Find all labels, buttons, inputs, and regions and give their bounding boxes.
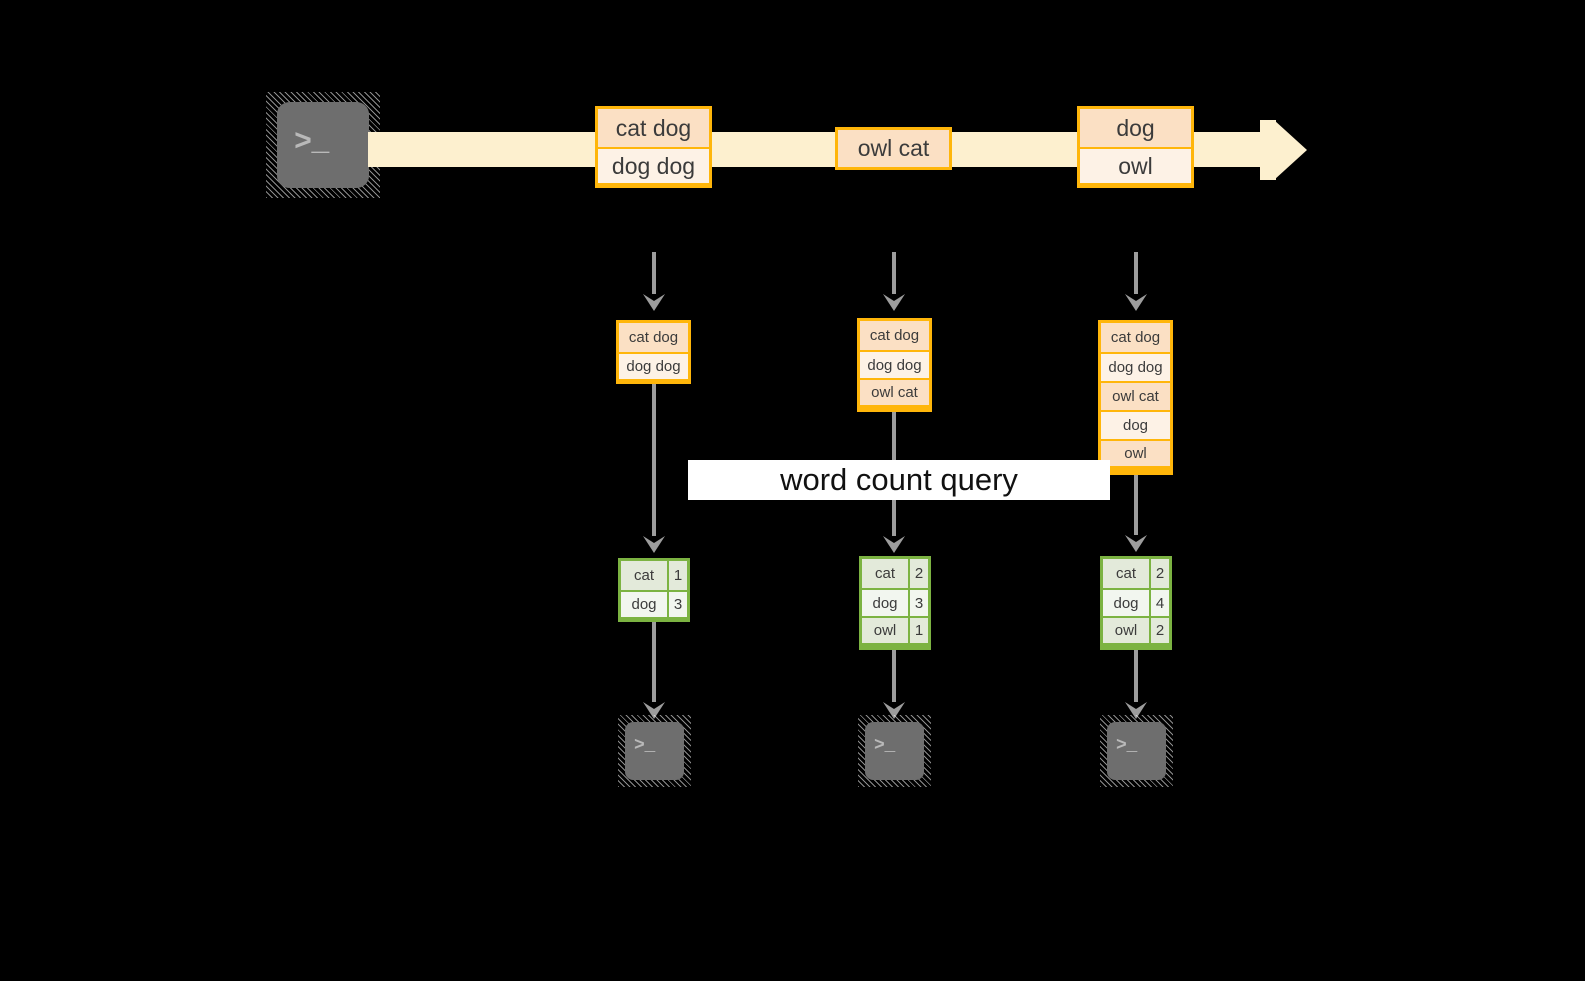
- record-line: dog: [1101, 410, 1170, 439]
- record-line: cat dog: [619, 323, 688, 352]
- snapshot-input-1[interactable]: cat dog dog dog: [616, 320, 691, 384]
- result-word: dog: [1103, 590, 1149, 616]
- result-word: cat: [862, 559, 908, 588]
- sink-terminal-icon-2: >_: [858, 715, 931, 787]
- result-word: owl: [862, 618, 908, 643]
- table-row: dog 3: [862, 588, 928, 616]
- record-line: owl cat: [1101, 381, 1170, 410]
- result-count: 3: [908, 590, 928, 616]
- terminal-body: [277, 102, 369, 188]
- sink-terminal-icon-1: >_: [618, 715, 691, 787]
- record-line: owl cat: [838, 130, 949, 167]
- result-count: 1: [667, 561, 687, 590]
- terminal-body: [625, 722, 684, 780]
- result-word: owl: [1103, 618, 1149, 643]
- table-row: cat 2: [1103, 559, 1169, 588]
- record-line: dog dog: [860, 350, 929, 378]
- result-word: dog: [862, 590, 908, 616]
- result-table-3[interactable]: cat 2 dog 4 owl 2: [1100, 556, 1172, 650]
- result-table-2[interactable]: cat 2 dog 3 owl 1: [859, 556, 931, 650]
- stream-batch-3[interactable]: dog owl: [1077, 106, 1194, 188]
- result-word: cat: [621, 561, 667, 590]
- result-count: 2: [1149, 559, 1169, 588]
- terminal-body: [1107, 722, 1166, 780]
- result-count: 3: [667, 592, 687, 617]
- result-to-sink-arrow-3: [1116, 650, 1156, 722]
- stream-batch-2[interactable]: owl cat: [835, 127, 952, 170]
- terminal-prompt-glyph: >_: [874, 736, 895, 756]
- snapshot-input-2[interactable]: cat dog dog dog owl cat: [857, 318, 932, 412]
- result-count: 1: [908, 618, 928, 643]
- table-row: owl 1: [862, 616, 928, 643]
- result-count: 2: [1149, 618, 1169, 643]
- event-stream-arrow-flange: [1260, 120, 1276, 180]
- record-line: dog dog: [598, 147, 709, 183]
- record-line: owl: [1101, 439, 1170, 466]
- table-row: dog 3: [621, 590, 687, 617]
- sink-terminal-icon-3: >_: [1100, 715, 1173, 787]
- stream-to-snapshot-arrow-2: [874, 252, 914, 320]
- snapshot-to-result-arrow-3: [1116, 475, 1156, 558]
- table-row: owl 2: [1103, 616, 1169, 643]
- table-row: dog 4: [1103, 588, 1169, 616]
- result-word: cat: [1103, 559, 1149, 588]
- result-count: 4: [1149, 590, 1169, 616]
- record-line: dog dog: [1101, 352, 1170, 381]
- record-line: cat dog: [598, 109, 709, 147]
- snapshot-to-result-arrow-1: [634, 384, 674, 560]
- record-line: cat dog: [860, 321, 929, 350]
- result-to-sink-arrow-2: [874, 650, 914, 722]
- record-line: owl cat: [860, 378, 929, 405]
- terminal-prompt-glyph: >_: [294, 126, 329, 160]
- event-stream-arrowhead: [1274, 120, 1307, 180]
- terminal-prompt-glyph: >_: [634, 736, 655, 756]
- terminal-body: [865, 722, 924, 780]
- snapshot-input-3[interactable]: cat dog dog dog owl cat dog owl: [1098, 320, 1173, 475]
- table-row: cat 1: [621, 561, 687, 590]
- stream-to-snapshot-arrow-1: [634, 252, 674, 320]
- terminal-prompt-glyph: >_: [1116, 736, 1137, 756]
- result-count: 2: [908, 559, 928, 588]
- table-row: cat 2: [862, 559, 928, 588]
- record-line: owl: [1080, 147, 1191, 183]
- result-to-sink-arrow-1: [634, 622, 674, 722]
- source-terminal-icon: >_: [266, 92, 380, 198]
- result-table-1[interactable]: cat 1 dog 3: [618, 558, 690, 622]
- stream-to-snapshot-arrow-3: [1116, 252, 1156, 320]
- record-line: dog dog: [619, 352, 688, 379]
- stream-batch-1[interactable]: cat dog dog dog: [595, 106, 712, 188]
- record-line: dog: [1080, 109, 1191, 147]
- query-label-banner: word count query: [688, 460, 1110, 500]
- result-word: dog: [621, 592, 667, 617]
- record-line: cat dog: [1101, 323, 1170, 352]
